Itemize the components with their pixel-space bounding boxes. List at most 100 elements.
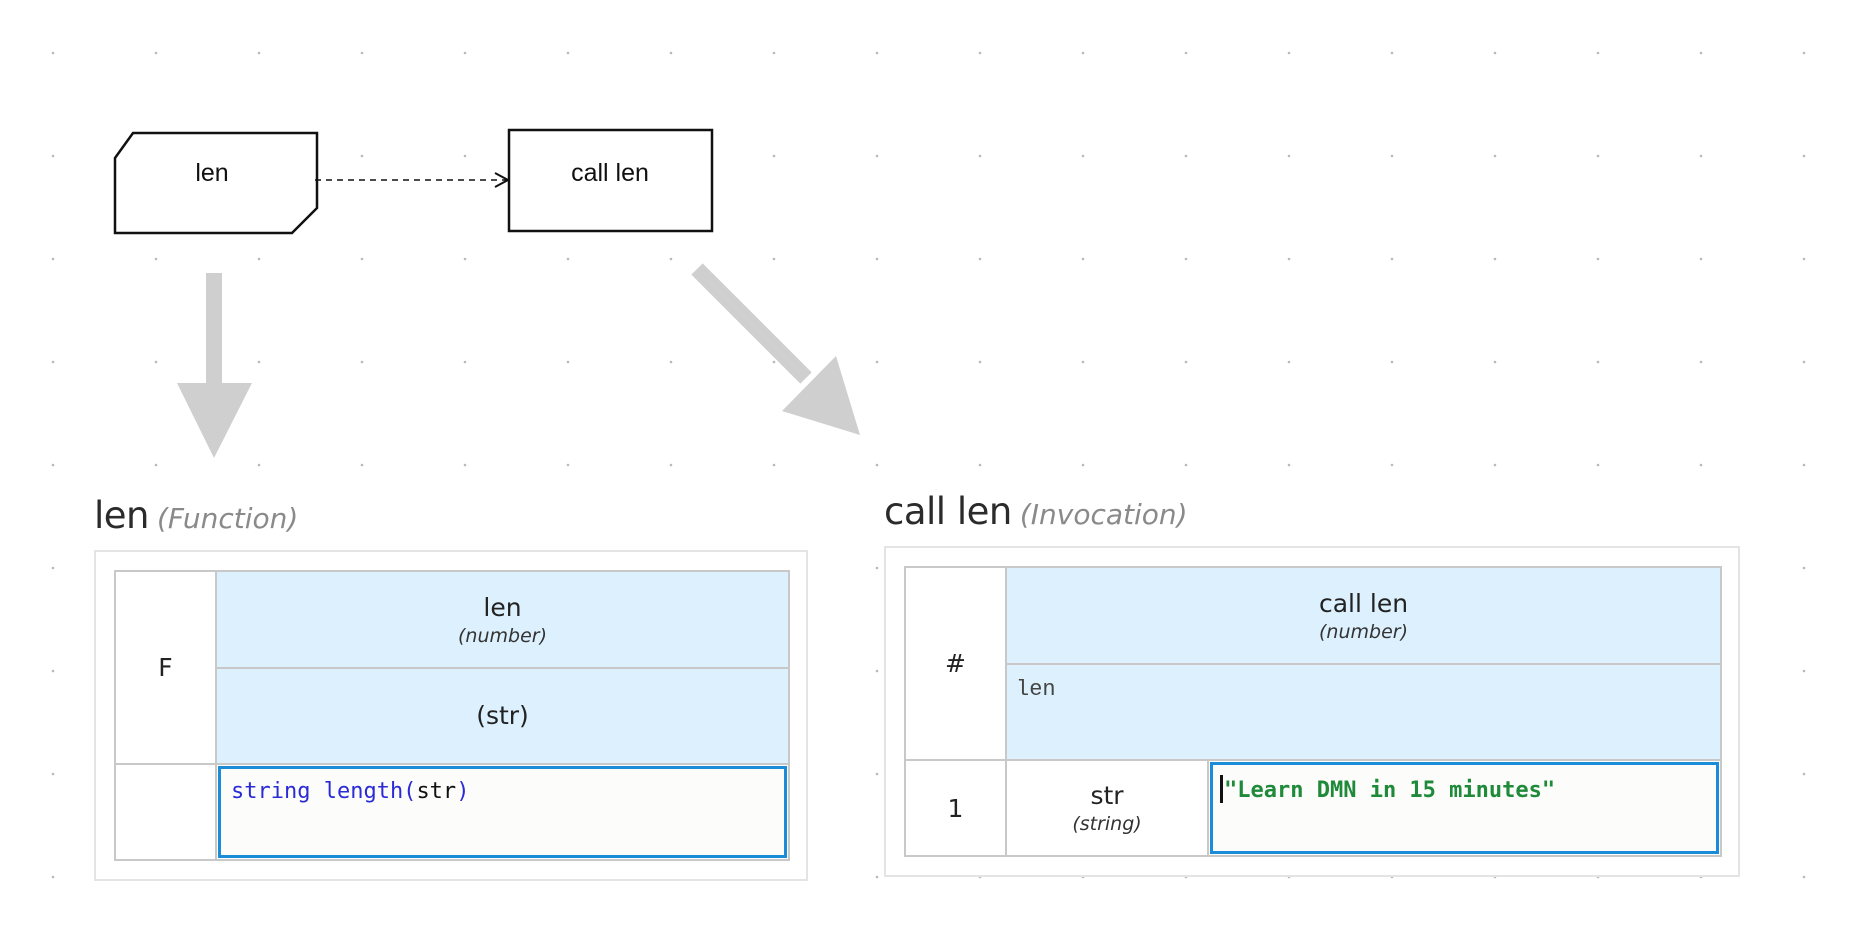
grid-dot bbox=[1802, 463, 1806, 467]
grid-dot bbox=[1287, 463, 1291, 467]
grid-dot bbox=[1699, 51, 1703, 55]
invocation-corner-cell[interactable]: # bbox=[904, 566, 1007, 761]
grid-dot bbox=[1081, 154, 1085, 158]
grid-dot bbox=[1081, 463, 1085, 467]
function-params-cell[interactable]: (str) bbox=[215, 667, 790, 765]
grid-dot bbox=[875, 51, 879, 55]
grid-dot bbox=[875, 772, 879, 776]
grid-dot bbox=[566, 360, 570, 364]
grid-dot bbox=[51, 566, 55, 570]
invocation-corner-symbol: # bbox=[945, 649, 966, 678]
grid-dot bbox=[51, 360, 55, 364]
function-header-type: (number) bbox=[458, 624, 547, 647]
grid-dot bbox=[1596, 154, 1600, 158]
grid-dot bbox=[978, 360, 982, 364]
bkm-node-len[interactable]: len bbox=[113, 131, 319, 235]
grid-dot bbox=[1596, 51, 1600, 55]
grid-dot bbox=[463, 51, 467, 55]
grid-dot bbox=[257, 51, 261, 55]
grid-dot bbox=[1081, 360, 1085, 364]
grid-dot bbox=[51, 51, 55, 55]
grid-dot bbox=[463, 463, 467, 467]
invoked-function-name: len bbox=[1016, 677, 1056, 702]
function-params: (str) bbox=[476, 701, 529, 730]
code-close-paren: ) bbox=[456, 779, 470, 804]
function-table: F len (number) (str) string length(str) bbox=[114, 570, 790, 861]
grid-dot bbox=[875, 463, 879, 467]
grid-dot bbox=[1081, 257, 1085, 261]
grid-dot bbox=[257, 360, 261, 364]
grid-dot bbox=[772, 51, 776, 55]
grid-dot bbox=[772, 257, 776, 261]
grid-dot bbox=[1699, 463, 1703, 467]
grid-dot bbox=[463, 360, 467, 364]
grid-dot bbox=[978, 463, 982, 467]
grid-dot bbox=[1493, 154, 1497, 158]
grid-dot bbox=[154, 360, 158, 364]
function-header-name: len bbox=[483, 592, 522, 622]
grid-dot bbox=[1184, 360, 1188, 364]
grid-dot bbox=[360, 463, 364, 467]
grid-dot bbox=[1596, 463, 1600, 467]
function-body-code: string length(str) bbox=[231, 779, 469, 804]
grid-dot bbox=[1802, 875, 1806, 879]
grid-dot bbox=[1390, 257, 1394, 261]
param-value-editor[interactable]: "Learn DMN in 15 minutes" bbox=[1210, 762, 1720, 854]
function-body-editor[interactable]: string length(str) bbox=[218, 766, 787, 858]
grid-dot bbox=[1390, 51, 1394, 55]
grid-dot bbox=[1287, 360, 1291, 364]
row-number-text: 1 bbox=[947, 793, 964, 823]
grid-dot bbox=[1493, 360, 1497, 364]
bkm-node-label: len bbox=[195, 159, 228, 187]
invocation-header-cell[interactable]: call len (number) bbox=[1004, 566, 1723, 665]
function-section-title: len(Function) bbox=[94, 494, 298, 537]
invoked-function-cell[interactable]: len bbox=[1004, 663, 1723, 761]
grid-dot bbox=[51, 669, 55, 673]
param-type: (string) bbox=[1072, 813, 1142, 835]
param-value-cell[interactable]: "Learn DMN in 15 minutes" bbox=[1206, 759, 1723, 857]
grid-dot bbox=[1802, 257, 1806, 261]
grid-dot bbox=[978, 51, 982, 55]
grid-dot bbox=[1390, 154, 1394, 158]
grid-dot bbox=[1287, 257, 1291, 261]
grid-dot bbox=[154, 463, 158, 467]
grid-dot bbox=[772, 463, 776, 467]
decision-node-label: call len bbox=[571, 159, 649, 187]
grid-dot bbox=[978, 154, 982, 158]
grid-dot bbox=[154, 51, 158, 55]
invocation-header-name: call len bbox=[1318, 588, 1409, 618]
grid-dot bbox=[1699, 257, 1703, 261]
grid-dot bbox=[360, 154, 364, 158]
grid-dot bbox=[51, 257, 55, 261]
grid-dot bbox=[669, 360, 673, 364]
function-header-cell[interactable]: len (number) bbox=[215, 570, 790, 669]
param-cell[interactable]: str (string) bbox=[1005, 759, 1209, 857]
grid-dot bbox=[51, 154, 55, 158]
grid-dot bbox=[875, 566, 879, 570]
grid-dot bbox=[463, 154, 467, 158]
decision-node-call-len[interactable]: call len bbox=[507, 128, 714, 233]
grid-dot bbox=[1699, 360, 1703, 364]
function-kind-cell[interactable]: F bbox=[114, 570, 217, 765]
grid-dot bbox=[1802, 566, 1806, 570]
grid-dot bbox=[669, 257, 673, 261]
text-caret bbox=[1220, 775, 1223, 803]
invocation-title: call len bbox=[884, 490, 1012, 533]
grid-dot bbox=[360, 257, 364, 261]
grid-dot bbox=[1287, 51, 1291, 55]
grid-dot bbox=[875, 257, 879, 261]
grid-dot bbox=[1802, 772, 1806, 776]
grid-dot bbox=[1493, 51, 1497, 55]
grid-dot bbox=[772, 154, 776, 158]
grid-dot bbox=[875, 669, 879, 673]
invocation-row-number: 1 bbox=[904, 759, 1007, 857]
grid-dot bbox=[566, 257, 570, 261]
grid-dot bbox=[154, 257, 158, 261]
function-kind: (Function) bbox=[157, 502, 299, 535]
grid-dot bbox=[875, 154, 879, 158]
grid-dot bbox=[360, 360, 364, 364]
grid-dot bbox=[1390, 360, 1394, 364]
function-body-cell[interactable]: string length(str) bbox=[215, 763, 790, 861]
